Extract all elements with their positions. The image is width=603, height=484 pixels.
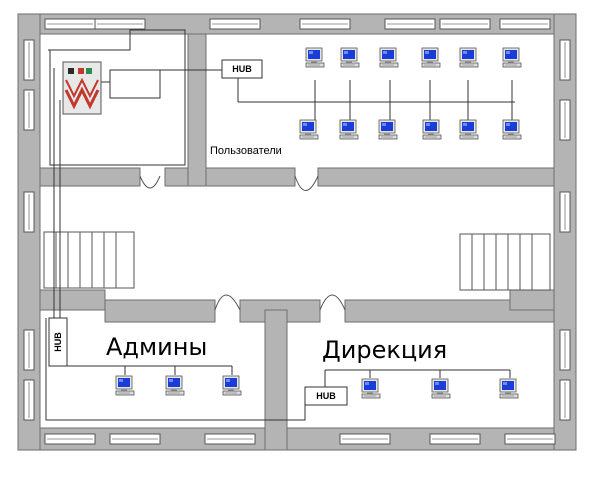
hub-icon: HUB [48,317,68,367]
window-icon [23,39,35,81]
window-icon [429,433,481,445]
pc-icon [431,378,451,399]
pc-icon [502,47,522,68]
window-icon [559,329,571,371]
server-icon [62,61,102,115]
window-icon [559,191,571,233]
pc-group-direction [361,378,519,399]
pc-icon [499,378,519,399]
window-icon [44,18,96,30]
window-icon [339,433,391,445]
room-label-direction: Дирекция [322,336,447,364]
cables [45,29,515,421]
window-icon [209,18,261,30]
hub-label: HUB [53,332,63,352]
pc-icon [165,375,185,396]
pc-icon [459,119,479,140]
pc-icon [502,119,522,140]
window-icon [23,379,35,421]
window-icon [23,89,35,131]
window-icon [504,433,556,445]
window-icon [23,329,35,371]
pc-icon [421,47,441,68]
window-icon [94,18,146,30]
pc-icon [361,378,381,399]
pc-icon [222,375,242,396]
hub-label: HUB [232,64,252,74]
pc-icon [115,375,135,396]
window-icon [299,18,351,30]
pc-icon [339,119,359,140]
radiator-icon [43,231,135,289]
window-icon [23,191,35,233]
pc-icon [299,119,319,140]
window-icon [559,99,571,141]
window-icon [384,18,436,30]
pc-icon [379,47,399,68]
pc-group-admins [115,375,242,396]
window-icon [439,18,491,30]
pc-icon [378,119,398,140]
room-label-users: Пользователи [210,145,282,157]
hub-icon: HUB [221,59,263,79]
radiator-icon [459,233,551,291]
window-icon [499,18,551,30]
window-icon [109,433,161,445]
window-icon [204,433,256,445]
pc-icon [422,119,442,140]
window-icon [559,379,571,421]
door-icon [139,175,346,311]
hub-label: HUB [316,391,336,401]
switch-box [109,69,161,99]
window-icon [44,433,96,445]
pc-group-users [299,47,522,140]
window-icon [559,39,571,81]
room-label-admins: Админы [106,333,207,361]
pc-icon [305,47,325,68]
hub-icon: HUB [304,386,348,406]
pc-icon [340,47,360,68]
pc-icon [459,47,479,68]
